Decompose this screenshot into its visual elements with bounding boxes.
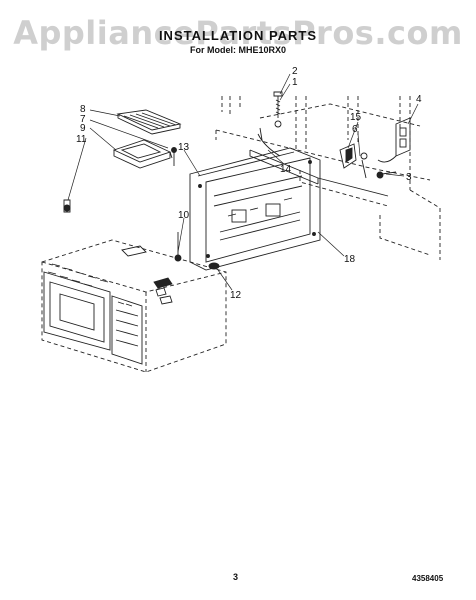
callout-7: 7 (80, 114, 86, 125)
watermark-text: AppliancePartsPros.com (13, 14, 463, 52)
callout-9: 9 (80, 123, 86, 134)
mounting-panel (189, 147, 321, 271)
callout-leaders (67, 73, 419, 291)
vent-grille (116, 109, 182, 135)
document-number: 4358405 (412, 574, 444, 583)
mounting-clip (339, 143, 368, 179)
mounting-screw-11 (63, 199, 71, 213)
wall-outline (215, 96, 441, 260)
callout-18: 18 (344, 254, 356, 265)
diagram-title: INSTALLATION PARTS (158, 28, 318, 43)
mounting-plate (249, 127, 389, 197)
callout-11: 11 (76, 134, 87, 145)
callout-6: 6 (352, 124, 358, 135)
callout-1: 1 (292, 77, 298, 88)
callout-8: 8 (80, 104, 86, 115)
side-screw (376, 171, 397, 179)
top-cabinet-screw (273, 91, 283, 128)
callout-12: 12 (230, 290, 242, 301)
callout-2: 2 (292, 66, 298, 77)
callout-10: 10 (178, 210, 190, 221)
microwave-oven (41, 239, 227, 373)
damper-assembly (112, 139, 173, 169)
callout-labels: 2 1 4 8 7 9 11 13 15 6 3 14 10 12 18 (76, 66, 422, 301)
callout-4: 4 (416, 94, 422, 105)
callout-15: 15 (350, 112, 362, 123)
callout-14: 14 (280, 164, 292, 175)
mounting-screw-10 (171, 147, 182, 262)
callout-13: 13 (178, 142, 190, 153)
model-label: For Model: MHE10RX0 (189, 45, 286, 55)
wall-receptacle (377, 117, 411, 163)
callout-3: 3 (406, 172, 412, 183)
page-number: 3 (233, 572, 239, 582)
